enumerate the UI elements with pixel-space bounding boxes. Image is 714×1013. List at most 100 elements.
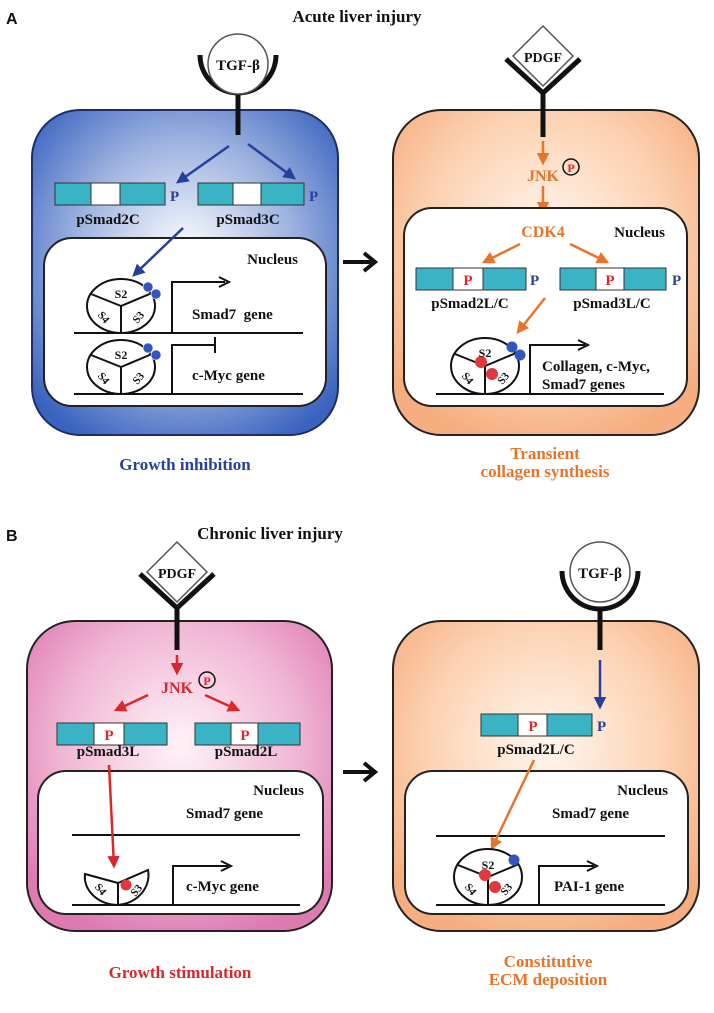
jnk-phospho-icon <box>562 158 580 176</box>
phospho-c-icon <box>514 349 526 361</box>
arrow-to-smad2c <box>175 144 230 184</box>
transcription-arrow-icon <box>529 344 585 394</box>
genes-line2: Smad7 genes <box>542 377 625 393</box>
pdgf-ligand-label: PDGF <box>158 567 196 582</box>
panel-b-title: Chronic liver injury <box>197 524 343 543</box>
jnk-phospho-label: P <box>203 674 210 688</box>
transcription-arrow-icon <box>538 865 594 905</box>
smad2lc-label: pSmad2L/C <box>431 296 509 312</box>
smad2lc-bar <box>415 267 527 291</box>
arrow-to-complex <box>490 759 536 851</box>
nucleus-label: Nucleus <box>617 783 668 799</box>
smad2lc-label: pSmad2L/C <box>497 742 575 758</box>
complex-s2-label: S2 <box>115 348 128 362</box>
phospho-c-icon <box>150 288 162 300</box>
nucleus-label: Nucleus <box>253 783 304 799</box>
smad2c-bar <box>54 182 166 206</box>
genes-line1: Collagen, c-Myc, <box>542 359 650 375</box>
smad2l-linker-phospho: P <box>240 728 249 744</box>
arrowhead <box>218 276 232 288</box>
gene-cmyc: c-Myc gene <box>186 879 259 895</box>
smad3c-bar <box>197 182 305 206</box>
smad-complex-icon <box>450 337 526 395</box>
jnk-phospho-icon <box>198 671 216 689</box>
tgf-ligand-icon <box>207 33 269 95</box>
panel-b-letter: B <box>6 528 18 545</box>
smad3lc-bar <box>559 267 667 291</box>
outcome-growth-stimulation: Growth stimulation <box>109 963 252 982</box>
phospho-linker-icon <box>120 879 132 891</box>
panel-b-right-cell: TGF-β P P pSmad2L/C Nucleus Smad7 gene S… <box>392 541 700 932</box>
arrowhead <box>586 860 600 872</box>
smad3l-bar <box>56 722 168 746</box>
panel-a-left-cell: TGF-β P pSmad2C P pSmad3C Nucleus <box>31 33 339 436</box>
smad2c-c-phospho: P <box>170 189 179 205</box>
arrow-to-smad2l <box>204 693 241 712</box>
smad-complex-icon <box>86 278 162 334</box>
pdgf-ligand-icon <box>511 24 575 88</box>
cdk4-label: CDK4 <box>521 224 565 241</box>
outcome-line2: collagen synthesis <box>481 462 610 481</box>
nucleus-label: Nucleus <box>247 252 298 268</box>
phospho-c-icon <box>506 341 518 353</box>
gene-smad7: Smad7 gene <box>192 307 273 323</box>
phospho-linker-icon <box>479 869 491 881</box>
transcription-arrow-icon <box>171 281 225 333</box>
arrowhead <box>220 860 234 872</box>
outcome-line1: Transient <box>510 444 580 463</box>
arrow-to-nucleus-complex <box>132 227 184 277</box>
smad3l-label: pSmad3L <box>77 744 140 760</box>
arrow-to-smad2lc <box>481 242 521 264</box>
smad3lc-c-phospho: P <box>672 273 681 289</box>
complex-s2-label: S2 <box>115 287 128 301</box>
smad3l-linker-phospho: P <box>104 728 113 744</box>
smad3c-label: pSmad3C <box>216 212 279 228</box>
tgf-ligand-label: TGF-β <box>578 566 622 582</box>
smad2lc-linker-phospho: P <box>528 719 537 735</box>
gene-pai1: PAI-1 gene <box>554 879 624 895</box>
pdgf-ligand-label: PDGF <box>524 51 562 66</box>
panel-b-left-cell: PDGF JNK P P pSmad3L P pSmad2L Nucleus S… <box>26 540 333 932</box>
gene-cmyc: c-Myc gene <box>192 368 265 384</box>
arrow-to-smad3l <box>113 693 149 712</box>
phospho-c-icon <box>142 342 154 354</box>
smad2lc-bar <box>480 713 593 737</box>
outcome-line1: Constitutive <box>504 952 593 971</box>
smad2c-label: pSmad2C <box>76 212 139 228</box>
smad2lc-c-phospho: P <box>530 273 539 289</box>
smad3c-c-phospho: P <box>309 189 318 205</box>
complex-s2-label: S2 <box>482 858 495 872</box>
arrow-to-smad3lc <box>569 242 610 264</box>
phospho-c-icon <box>150 349 162 361</box>
gene-smad7: Smad7 gene <box>186 806 263 822</box>
jnk-phospho-label: P <box>567 161 574 175</box>
complex-s2-label: S2 <box>479 346 492 360</box>
transcription-arrow-icon <box>172 865 228 905</box>
jnk-label: JNK <box>527 168 560 185</box>
outcome-growth-inhibition: Growth inhibition <box>119 455 251 474</box>
smad3lc-label: pSmad3L/C <box>573 296 651 312</box>
smad3lc-linker-phospho: P <box>605 273 614 289</box>
arrow-to-complex <box>516 297 546 334</box>
nucleus-label: Nucleus <box>614 225 665 241</box>
phospho-linker-icon <box>475 356 487 368</box>
arrow-to-split-complex <box>107 764 120 869</box>
nucleus <box>37 770 324 915</box>
tgf-ligand-icon <box>569 541 631 603</box>
panel-a-letter: A <box>6 11 18 28</box>
smad2lc-c-phospho: P <box>597 719 606 735</box>
transition-arrow-icon <box>343 251 379 273</box>
phospho-linker-icon <box>489 881 501 893</box>
smad-complex-icon <box>453 848 523 906</box>
smad2l-bar <box>194 722 301 746</box>
jnk-label: JNK <box>161 680 194 697</box>
panel-a-right-cell: PDGF JNK P CDK4 Nucleus P P pSmad2L/C P … <box>392 24 700 436</box>
dissociated-complex-icon <box>83 868 150 907</box>
tgf-ligand-label: TGF-β <box>216 58 260 74</box>
transition-arrow-icon <box>343 761 379 783</box>
panel-a-title: Acute liver injury <box>292 7 422 26</box>
repression-symbol-icon <box>171 344 215 394</box>
arrow-to-smad3c <box>247 142 297 180</box>
arrowhead <box>577 339 591 351</box>
